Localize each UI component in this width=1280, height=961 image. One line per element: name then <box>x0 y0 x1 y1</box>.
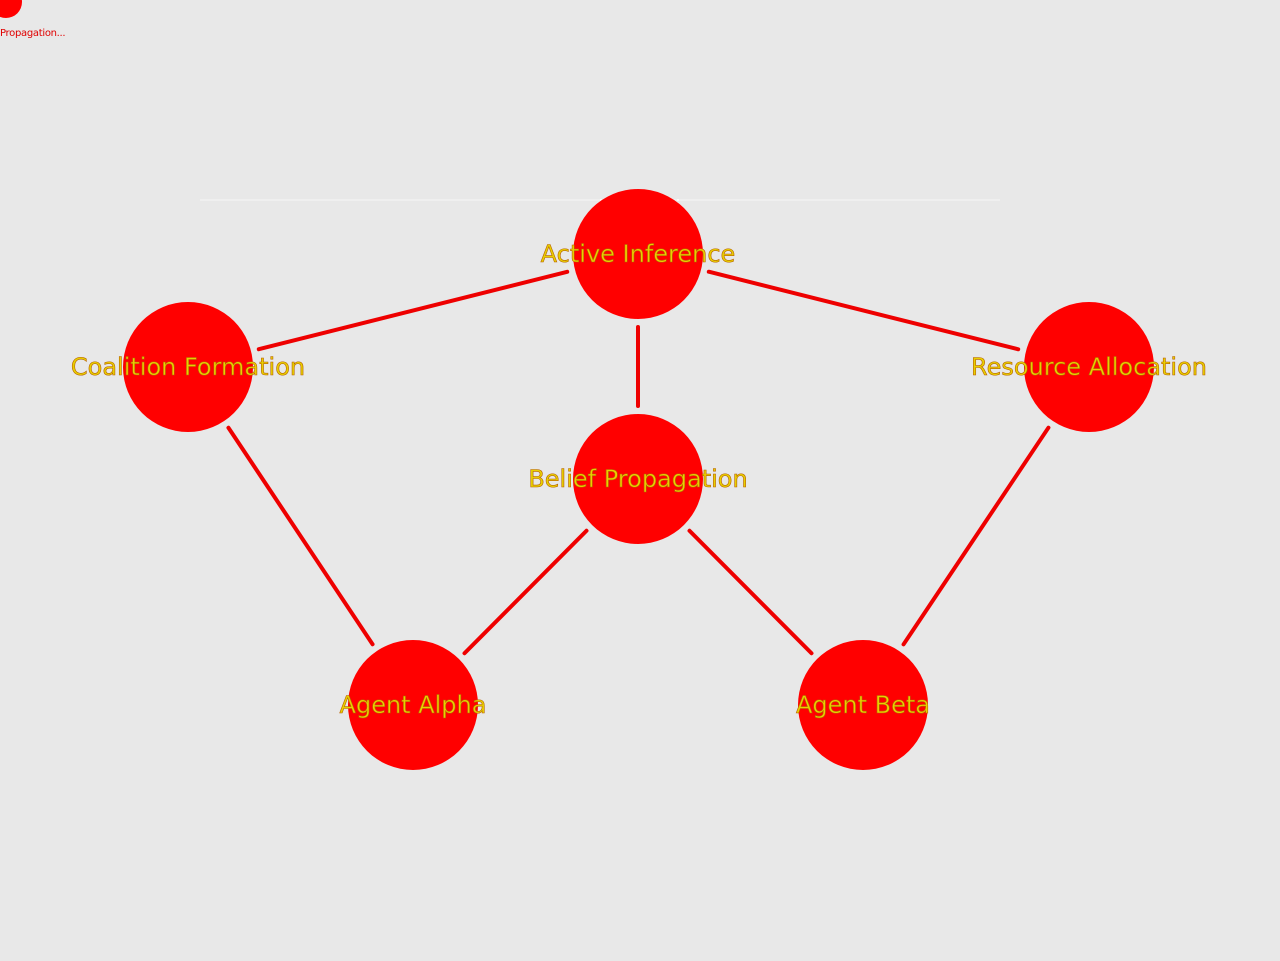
node-active-inference[interactable] <box>573 189 703 319</box>
corner-node-fragment <box>0 0 22 18</box>
node-belief-propagation[interactable] <box>573 414 703 544</box>
node-agent-beta[interactable] <box>798 640 928 770</box>
nodes-layer <box>123 189 1154 770</box>
node-label-active-inference: Active Inference <box>541 240 736 268</box>
node-label-agent-alpha: Agent Alpha <box>340 691 487 719</box>
edge-belief-propagation-to-agent-beta <box>687 528 814 656</box>
node-label-resource-allocation: Resource Allocation <box>971 353 1207 381</box>
node-label-agent-beta: Agent Beta <box>796 691 930 719</box>
edge-resource-allocation-to-agent-beta <box>901 425 1051 647</box>
edge-coalition-formation-to-agent-alpha <box>226 425 375 647</box>
edge-belief-propagation-to-agent-alpha <box>462 528 589 656</box>
node-coalition-formation[interactable] <box>123 302 253 432</box>
node-label-belief-propagation: Belief Propagation <box>528 465 747 493</box>
node-resource-allocation[interactable] <box>1024 302 1154 432</box>
node-label-coalition-formation: Coalition Formation <box>71 353 305 381</box>
edge-active-inference-to-resource-allocation <box>706 269 1021 352</box>
edges-layer <box>226 269 1051 656</box>
corner-label: Propagation... <box>0 28 66 39</box>
edge-active-inference-to-coalition-formation <box>256 269 570 352</box>
node-agent-alpha[interactable] <box>348 640 478 770</box>
